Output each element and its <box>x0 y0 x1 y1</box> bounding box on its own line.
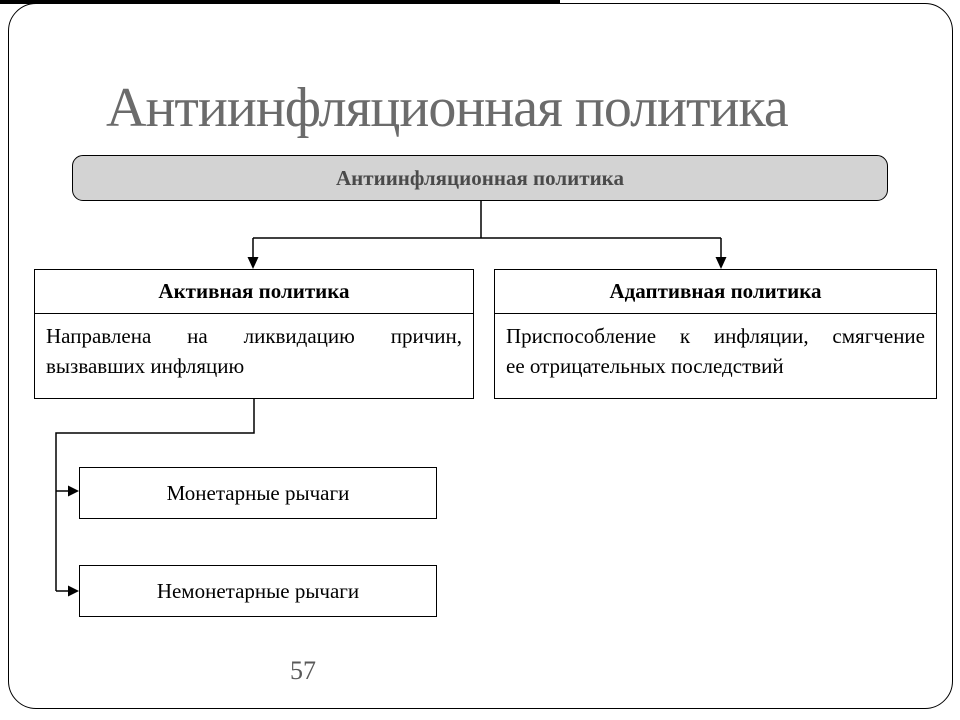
monetary-levers-label: Монетарные рычаги <box>166 480 350 505</box>
adaptive-policy-body-line1: Приспособление к инфляции, смягчение <box>506 324 925 348</box>
root-box: Антиинфляционная политика <box>72 155 888 201</box>
active-policy-body-line1: Направлена на ликвидацию причин, <box>46 324 462 348</box>
monetary-levers-box: Монетарные рычаги <box>79 467 437 519</box>
active-policy-body-line2: вызвавших инфляцию <box>46 354 245 378</box>
adaptive-policy-box: Адаптивная политика Приспособление к инф… <box>494 269 937 399</box>
page-number: 57 <box>290 656 316 685</box>
slide-frame <box>8 3 953 709</box>
active-policy-header: Активная политика <box>35 270 473 314</box>
nonmonetary-levers-label: Немонетарные рычаги <box>156 578 360 603</box>
active-policy-body: Направлена на ликвидацию причин, вызвавш… <box>35 314 473 381</box>
nonmonetary-levers-box: Немонетарные рычаги <box>79 565 437 617</box>
slide-title: Антиинфляционная политика <box>106 77 789 139</box>
adaptive-policy-body: Приспособление к инфляции, смягчение ее … <box>495 314 936 381</box>
adaptive-policy-body-line2: ее отрицательных последствий <box>506 354 784 378</box>
adaptive-policy-header: Адаптивная политика <box>495 270 936 314</box>
root-box-label: Антиинфляционная политика <box>336 165 624 190</box>
active-policy-box: Активная политика Направлена на ликвидац… <box>34 269 474 399</box>
top-edge-bar <box>0 0 560 4</box>
